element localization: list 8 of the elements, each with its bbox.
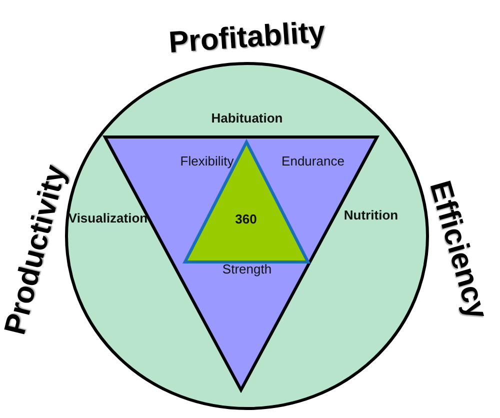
section-label: Nutrition bbox=[344, 208, 398, 222]
section-label: Visualization bbox=[68, 210, 148, 226]
section-label: Flexibility bbox=[180, 154, 234, 168]
section-label: Endurance bbox=[282, 154, 344, 168]
section-label: Strength bbox=[222, 262, 272, 276]
center-label: 360 bbox=[235, 212, 257, 226]
section-label: Habituation bbox=[211, 110, 283, 126]
heading-label: Profitablity bbox=[168, 16, 326, 60]
